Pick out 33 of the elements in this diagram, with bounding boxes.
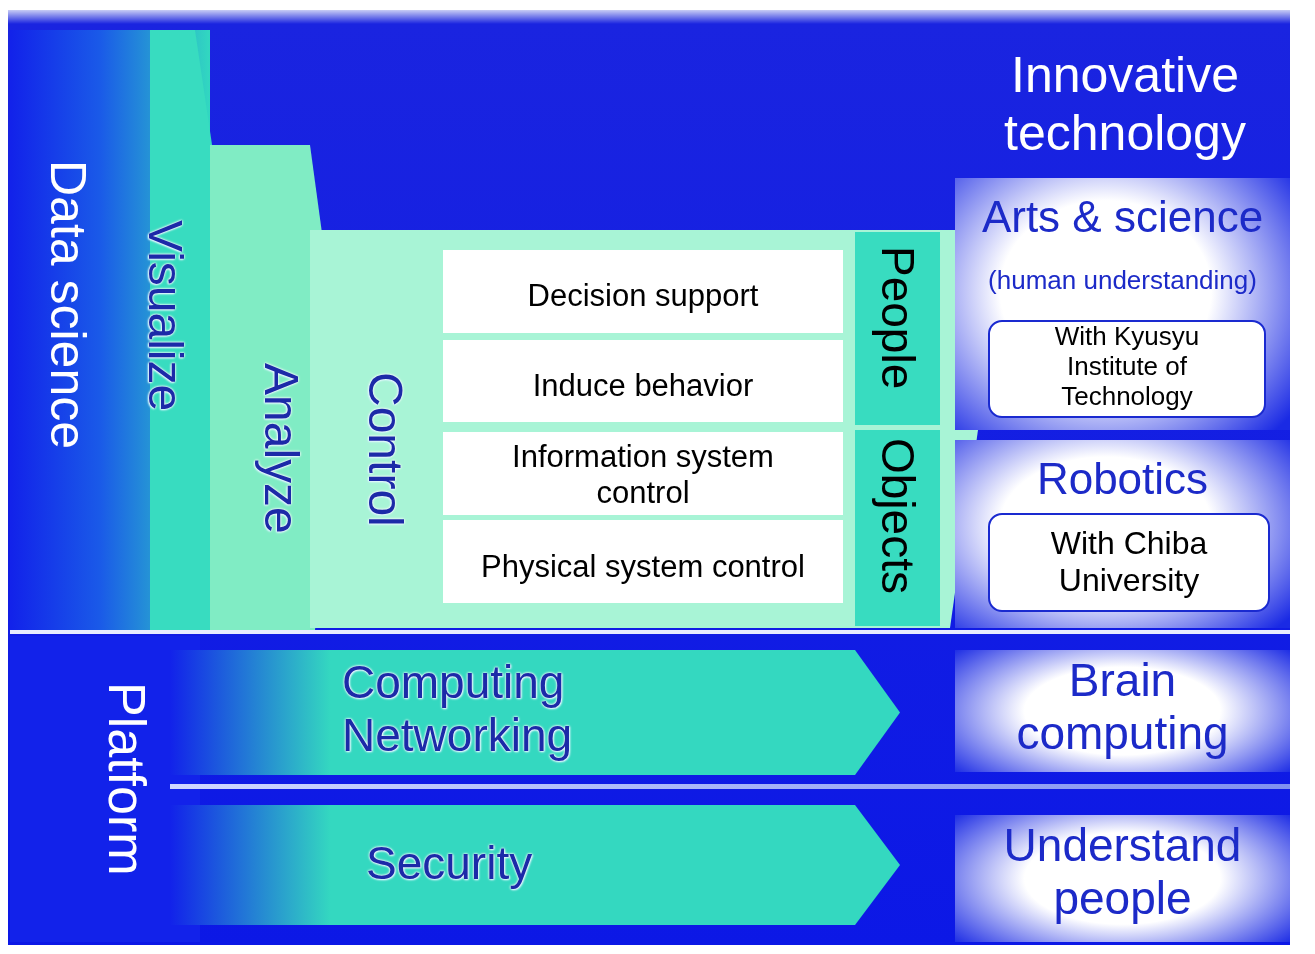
partner-label: With Kyusyu Institute of Technology	[1053, 322, 1201, 412]
vertical-label: Visualize	[138, 220, 194, 412]
topic-panel	[955, 440, 1290, 628]
vertical-label: People	[871, 246, 924, 390]
topic-panel	[955, 815, 1290, 942]
band-label: Security	[366, 837, 533, 890]
box-label: Physical system control	[480, 549, 806, 585]
band-label: Computing Networking	[342, 656, 574, 762]
vertical-label: Data science	[38, 160, 96, 450]
text-box	[443, 520, 843, 603]
vertical-label: Objects	[871, 438, 924, 594]
box-label: Induce behavior	[531, 368, 755, 404]
box-label: Information system control	[511, 439, 775, 511]
panel-title: Brain computing	[1015, 654, 1230, 760]
vertical-label: Analyze	[254, 363, 310, 534]
text-box	[443, 340, 843, 422]
topic-panel	[955, 650, 1290, 772]
text-box	[443, 432, 843, 515]
heading: Innovative technology	[1003, 47, 1247, 162]
topic-panel	[955, 178, 1290, 430]
panel-title: Understand people	[1002, 819, 1243, 925]
box-label: Decision support	[526, 278, 760, 314]
partner-box	[988, 513, 1270, 612]
category-panel	[855, 232, 940, 425]
partner-label: With Chiba University	[1049, 525, 1209, 599]
vertical-label: Platform	[96, 682, 156, 876]
panel-title: Arts & science	[980, 192, 1265, 243]
text-box	[443, 250, 843, 333]
panel-title: Robotics	[1035, 454, 1210, 505]
vertical-label: Control	[358, 372, 414, 527]
category-panel	[855, 430, 940, 626]
panel-subtitle: (human understanding)	[987, 266, 1258, 296]
partner-box	[988, 320, 1266, 418]
